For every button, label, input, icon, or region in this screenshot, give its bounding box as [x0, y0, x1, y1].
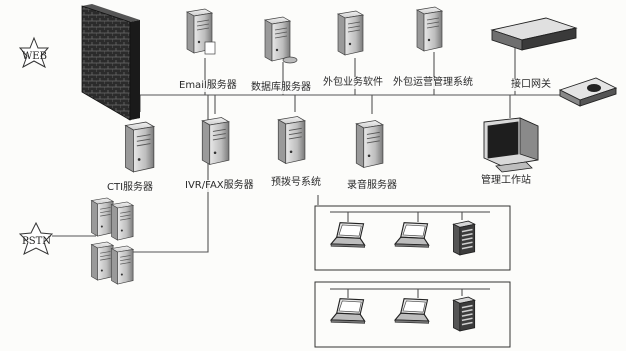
interface-gateway-label: 接口网关 — [510, 79, 552, 91]
outsourced-software-label: 外包业务软件 — [322, 77, 384, 89]
management-workstation-icon — [484, 118, 538, 172]
outsourced-ops-server-icon — [417, 7, 442, 51]
email-envelope-icon — [205, 42, 215, 54]
web-label: WEB — [22, 51, 47, 63]
ivr-fax-server-label: IVR/FAX服务器 — [184, 180, 255, 192]
recording-server-icon — [356, 121, 383, 168]
database-disk-icon — [283, 57, 297, 63]
pstn-server-cluster — [91, 198, 133, 284]
cti-server-icon — [126, 122, 154, 172]
cti-server-label: CTI服务器 — [106, 182, 154, 194]
agent-group-1 — [315, 206, 510, 270]
outsourced-software-server-icon — [338, 11, 363, 55]
pstn-label: PSTN — [22, 236, 51, 248]
firewall — [82, 4, 140, 120]
predictive-dialer-icon — [278, 117, 305, 164]
router-icon — [560, 78, 616, 106]
email-server-label: Email服务器 — [178, 80, 238, 92]
database-server-icon — [265, 17, 290, 61]
interface-gateway-icon — [492, 18, 576, 50]
database-server-label: 数据库服务器 — [250, 82, 312, 94]
predictive-dialer-label: 预拨号系统 — [270, 177, 322, 189]
agent-group-2 — [315, 282, 510, 347]
ivr-fax-server-icon — [202, 118, 229, 165]
outsourced-ops-label: 外包运营管理系统 — [392, 77, 474, 89]
management-workstation-label: 管理工作站 — [480, 175, 532, 187]
recording-server-label: 录音服务器 — [346, 180, 398, 192]
